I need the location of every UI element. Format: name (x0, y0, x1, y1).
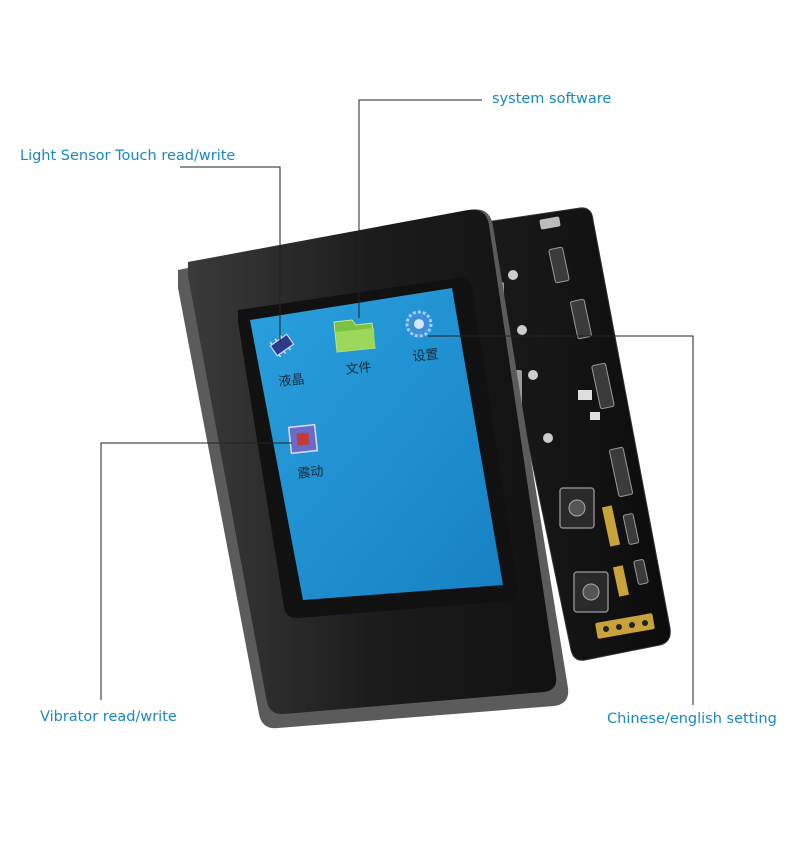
screen-icon-vibration[interactable]: 震动 (287, 423, 325, 482)
callout-language: Chinese/english setting (607, 711, 777, 727)
settings-label: 设置 (412, 347, 439, 365)
gear-icon (405, 310, 433, 338)
callout-light-sensor: Light Sensor Touch read/write (20, 148, 236, 164)
callout-system-software: system software (492, 91, 612, 107)
processor-icon (287, 423, 319, 455)
file-label: 文件 (345, 360, 372, 378)
vibration-label: 震动 (297, 464, 324, 482)
callout-vibrator: Vibrator read/write (40, 709, 177, 725)
folder-icon (333, 319, 376, 353)
screen-icon-file[interactable]: 文件 (333, 319, 376, 378)
lcd-label: 液晶 (278, 372, 305, 390)
